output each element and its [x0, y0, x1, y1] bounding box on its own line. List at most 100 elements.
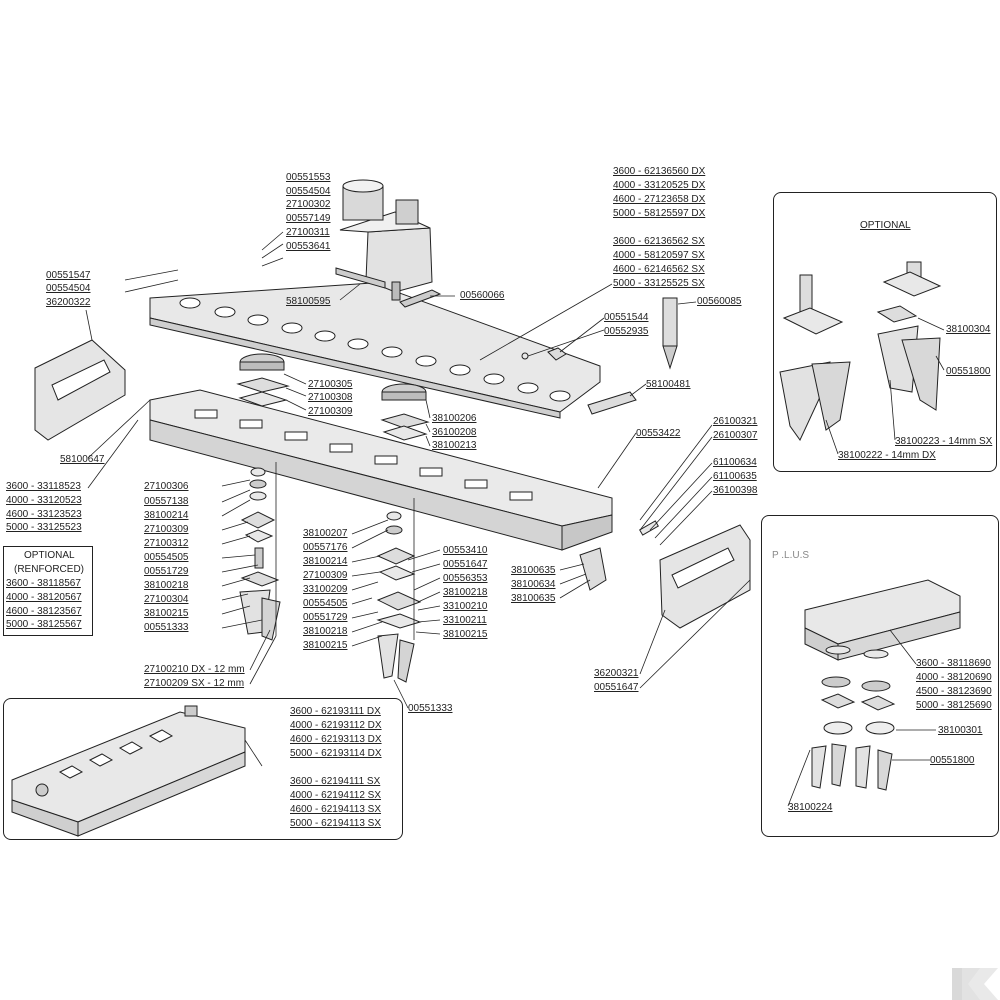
part-label: 33100210	[443, 601, 488, 612]
part-label: 33100209	[303, 584, 348, 595]
gearbox-list-item: 3600 - 62136560 DX	[613, 166, 706, 177]
part-label: 00551647	[443, 559, 488, 570]
part-label: 00551729	[144, 566, 189, 577]
plus-box-title: P .L.U.S	[772, 550, 810, 561]
gearbox-list-item: 5000 - 58125597 DX	[613, 208, 706, 219]
part-label: 58100481	[646, 379, 691, 390]
part-label: 00554505	[303, 598, 348, 609]
gearbox-list-item: 4600 - 62146562 SX	[613, 264, 705, 275]
part-label: 00551647	[594, 682, 639, 693]
part-label: 27100305	[308, 379, 353, 390]
plus-frame-drawing	[804, 579, 961, 791]
frame-list-item: 4600 - 33123523	[6, 509, 82, 520]
plus-list-item: 3600 - 38118690	[916, 658, 991, 669]
optional-reinforced-box	[3, 546, 93, 636]
bar-list-item: 4600 - 62194113 SX	[290, 804, 382, 815]
part-label: 38100301	[938, 725, 983, 736]
optional-reinforced-subtitle: (RENFORCED)	[14, 564, 84, 575]
bar-list-item: 4000 - 62193112 DX	[290, 720, 382, 731]
spacer-58100595	[335, 267, 386, 289]
leader-lines	[85, 231, 945, 807]
spacer-00560066	[399, 289, 442, 308]
part-label: 38100215	[144, 608, 189, 619]
part-label: 26100321	[713, 416, 758, 427]
center-gear-stack	[376, 383, 430, 683]
part-label: 38100224	[788, 802, 833, 813]
optional-reinforced-item: 5000 - 38125567	[6, 619, 82, 630]
part-label: 38100218	[303, 626, 348, 637]
part-label: 00551553	[286, 172, 331, 183]
optional-box-title: OPTIONAL	[860, 220, 911, 231]
part-label: 38100214	[144, 510, 189, 521]
part-label: 38100215	[303, 640, 348, 651]
part-label: 00551800	[930, 755, 975, 766]
plus-list-item: 5000 - 38125690	[916, 700, 992, 711]
optional-reinforced-title: OPTIONAL	[24, 550, 75, 561]
optional-box	[773, 192, 997, 472]
part-label: 38100223 - 14mm SX	[895, 436, 993, 447]
main-frame	[149, 389, 613, 551]
part-label: 00551729	[303, 612, 348, 623]
plate-58100481	[587, 391, 637, 415]
part-label: 38100215	[443, 629, 488, 640]
part-label: 38100214	[303, 556, 348, 567]
bar-list-item: 5000 - 62193114 DX	[290, 748, 382, 759]
bar-list-item: 4000 - 62194112 SX	[290, 790, 382, 801]
part-label: 00557138	[144, 496, 189, 507]
part-label: 00557149	[286, 213, 331, 224]
gearbox-list-item: 3600 - 62136562 SX	[613, 236, 705, 247]
part-label: 27100304	[144, 594, 189, 605]
part-label: 38100635	[511, 565, 556, 576]
cutter-bar-drawing	[11, 705, 246, 837]
part-label: 27100306	[144, 481, 189, 492]
part-label: 61100635	[713, 471, 757, 482]
part-label: 00554505	[144, 552, 189, 563]
bar-list-item: 3600 - 62193111 DX	[290, 706, 381, 717]
part-label: 00554504	[46, 283, 91, 294]
bar-list-item: 3600 - 62194111 SX	[290, 776, 381, 787]
part-label: 27100209 SX - 12 mm	[144, 678, 245, 689]
part-label: 58100647	[60, 454, 105, 465]
plus-box	[761, 515, 999, 837]
part-label: 00553422	[636, 428, 681, 439]
part-label: 27100311	[286, 227, 330, 238]
gearbox	[339, 179, 433, 301]
gearbox-list-item: 4600 - 27123658 DX	[613, 194, 706, 205]
part-label: 58100595	[286, 296, 331, 307]
cutter-bar-box	[3, 698, 403, 840]
part-label: 27100309	[303, 570, 348, 581]
part-label: 00551333	[408, 703, 453, 714]
plus-list-item: 4000 - 38120690	[916, 672, 992, 683]
part-label: 36200322	[46, 297, 91, 308]
part-label: 36200321	[594, 668, 639, 679]
part-label: 00551544	[604, 312, 649, 323]
part-label: 38100206	[432, 413, 477, 424]
part-label: 00551547	[46, 270, 91, 281]
part-label: 27100302	[286, 199, 331, 210]
part-label: 00551333	[144, 622, 189, 633]
part-label: 27100308	[308, 392, 353, 403]
part-label: 61100634	[713, 457, 757, 468]
part-label: 38100218	[144, 580, 189, 591]
gearbox-list-item: 4000 - 33120525 DX	[613, 180, 706, 191]
part-label: 33100211	[443, 615, 487, 626]
part-label: 38100222 - 14mm DX	[838, 450, 936, 461]
part-label: 38100213	[432, 440, 477, 451]
optional-blades-drawing	[779, 261, 942, 441]
part-label: 38100635	[511, 593, 556, 604]
frame-list-item: 4000 - 33120523	[6, 495, 82, 506]
gearbox-list-item: 5000 - 33125525 SX	[613, 278, 705, 289]
part-label: 27100210 DX - 12 mm	[144, 664, 245, 675]
frame-list-item: 3600 - 33118523	[6, 481, 81, 492]
part-label: 00556353	[443, 573, 488, 584]
part-label: 00553410	[443, 545, 488, 556]
part-label: 38100634	[511, 579, 556, 590]
part-label: 00552935	[604, 326, 649, 337]
part-label: 00560085	[697, 296, 742, 307]
optional-reinforced-item: 3600 - 38118567	[6, 578, 81, 589]
part-label: 00551800	[946, 366, 991, 377]
part-label: 27100309	[308, 406, 353, 417]
